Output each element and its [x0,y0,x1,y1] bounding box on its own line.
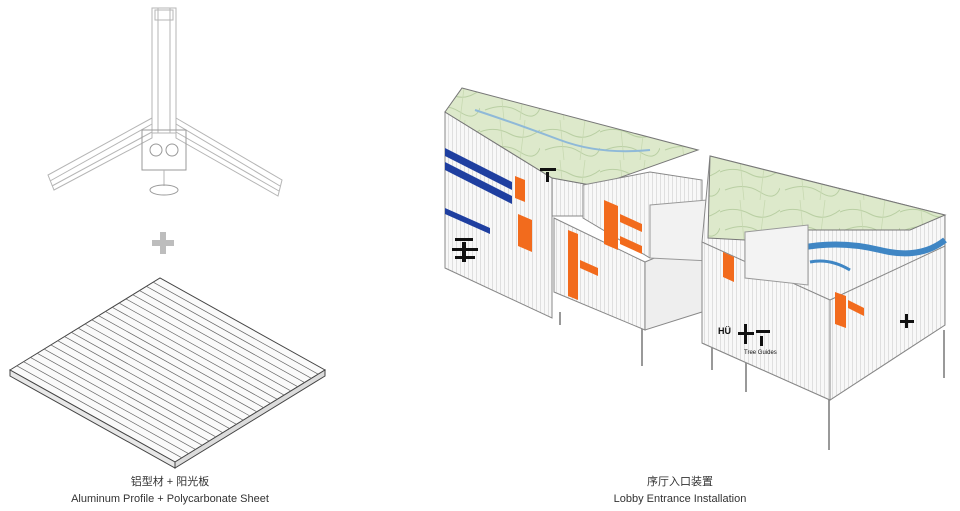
lobby-installation [444,87,947,450]
sheet-rib [132,294,298,388]
sheet-rib [91,319,257,413]
polycarbonate-sheet [9,277,326,469]
caption-installation: 序厅入口装置 Lobby Entrance Installation [560,474,800,508]
sheet-rib [57,340,223,434]
sheet-rib [50,344,217,438]
caption-materials-zh: 铝型材 + 阳光板 [130,476,210,488]
sheet-rib [23,361,189,454]
sheet-rib [37,352,203,446]
sheet-rib [71,332,237,425]
caption-materials: 铝型材 + 阳光板 Aluminum Profile + Polycarbona… [40,474,300,508]
plus-icon [152,232,174,254]
orange-letters [515,176,864,328]
sheet-rib [78,327,244,421]
sheet-rib [118,302,285,396]
sheet-rib [30,357,196,450]
blue-stripes [445,148,512,234]
logo-subtitle: Tree Guides [744,350,777,356]
logo-text-small: HÜ [718,326,731,336]
map-river [799,237,947,257]
sheet-rib [139,290,305,383]
sheet-rib [112,306,278,400]
sheet-rib [105,311,271,404]
caption-materials-en: Aluminum Profile + Polycarbonate Sheet [71,493,269,505]
logo-glyph [452,168,914,346]
aluminum-profile-joint [47,7,283,197]
sheet-rib [43,348,210,442]
sheet-rib [64,336,230,429]
caption-installation-zh: 序厅入口装置 [647,476,713,488]
sheet-rib [16,365,182,459]
sheet-rib [84,323,251,417]
sheet-rib [146,286,312,379]
caption-installation-en: Lobby Entrance Installation [613,493,747,505]
sheet-rib [153,281,319,375]
sheet-rib [98,315,264,408]
sheet-rib [125,298,292,392]
